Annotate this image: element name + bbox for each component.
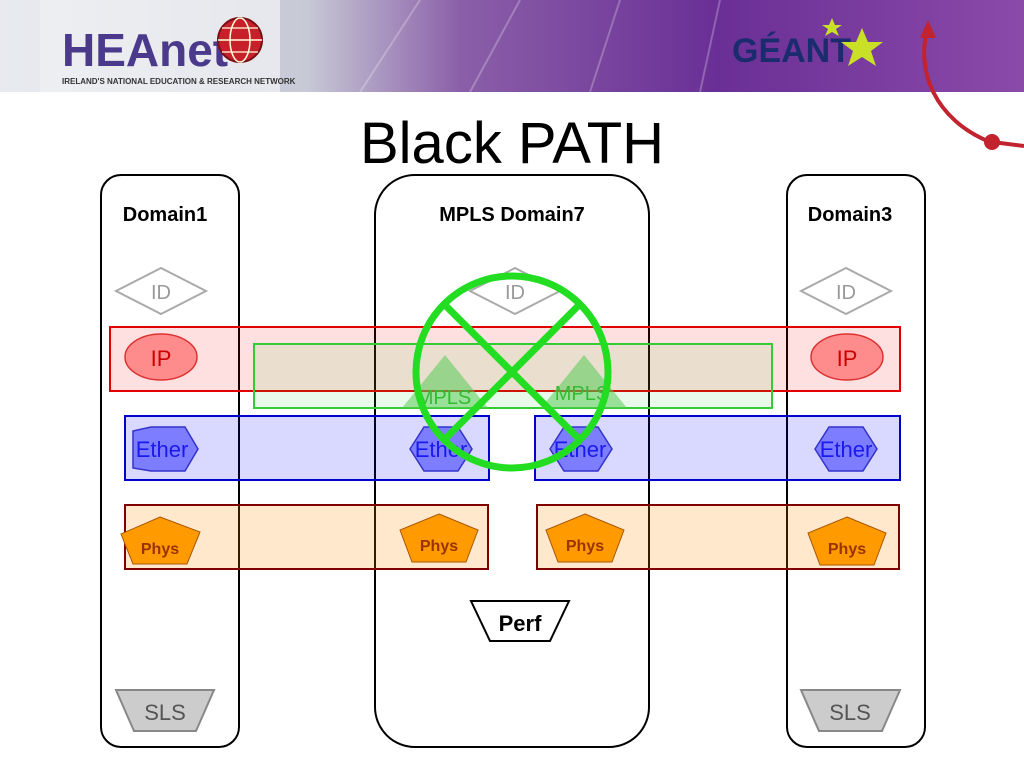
ip-node-domain1: IP: [124, 333, 198, 381]
id-label: ID: [505, 282, 525, 304]
phys-label: Phys: [420, 538, 458, 555]
globe-icon: [217, 17, 263, 63]
star-icon: [822, 18, 883, 66]
mpls-node-left: MPLS: [402, 355, 488, 409]
id-label: ID: [836, 282, 856, 304]
sls-label: SLS: [829, 700, 871, 725]
geant-logo-text: GÉANT: [732, 32, 851, 70]
perf-label: Perf: [499, 611, 542, 636]
sls-node-domain1: SLS: [114, 689, 216, 732]
header-graphic: HEAnet IRELAND'S NATIONAL EDUCATION & RE…: [0, 0, 1024, 93]
swoosh-arrow-icon: [920, 20, 1024, 150]
phys-label: Phys: [566, 538, 604, 555]
crossed-circle-icon: [412, 272, 612, 472]
phys-node-domain7-right: Phys: [545, 513, 625, 563]
ether-node-domain7-right: Ether: [549, 426, 613, 472]
ip-label: IP: [837, 346, 858, 371]
domain3-label: Domain3: [808, 204, 892, 226]
mpls-label: MPLS: [555, 383, 609, 405]
phys-label: Phys: [141, 541, 179, 558]
heanet-logo-subtitle: IRELAND'S NATIONAL EDUCATION & RESEARCH …: [62, 77, 296, 86]
ip-node-domain3: IP: [810, 333, 884, 381]
id-node-domain3: ID: [798, 266, 894, 316]
id-label: ID: [151, 282, 171, 304]
ip-label: IP: [151, 346, 172, 371]
ether-label: Ether: [820, 437, 873, 462]
heanet-logo-text: HEAnet: [62, 24, 228, 76]
ether-node-domain1: Ether: [132, 426, 199, 472]
perf-node: Perf: [469, 600, 571, 642]
domain7-box: [374, 174, 650, 748]
header-banner: HEAnet IRELAND'S NATIONAL EDUCATION & RE…: [0, 0, 1024, 93]
slide-title: Black PATH: [359, 111, 665, 176]
ether-label: Ether: [136, 437, 189, 462]
phys-label: Phys: [828, 541, 866, 558]
sls-label: SLS: [144, 700, 186, 725]
phys-node-domain1: Phys: [120, 516, 201, 565]
domain7-label: MPLS Domain7: [439, 204, 585, 226]
phys-node-domain7-left: Phys: [399, 513, 479, 563]
ether-node-domain3: Ether: [814, 426, 878, 472]
domain1-label: Domain1: [123, 204, 207, 226]
mpls-label: MPLS: [417, 387, 471, 409]
sls-node-domain3: SLS: [799, 689, 902, 732]
phys-node-domain3: Phys: [807, 516, 887, 566]
id-node-domain1: ID: [113, 266, 209, 316]
